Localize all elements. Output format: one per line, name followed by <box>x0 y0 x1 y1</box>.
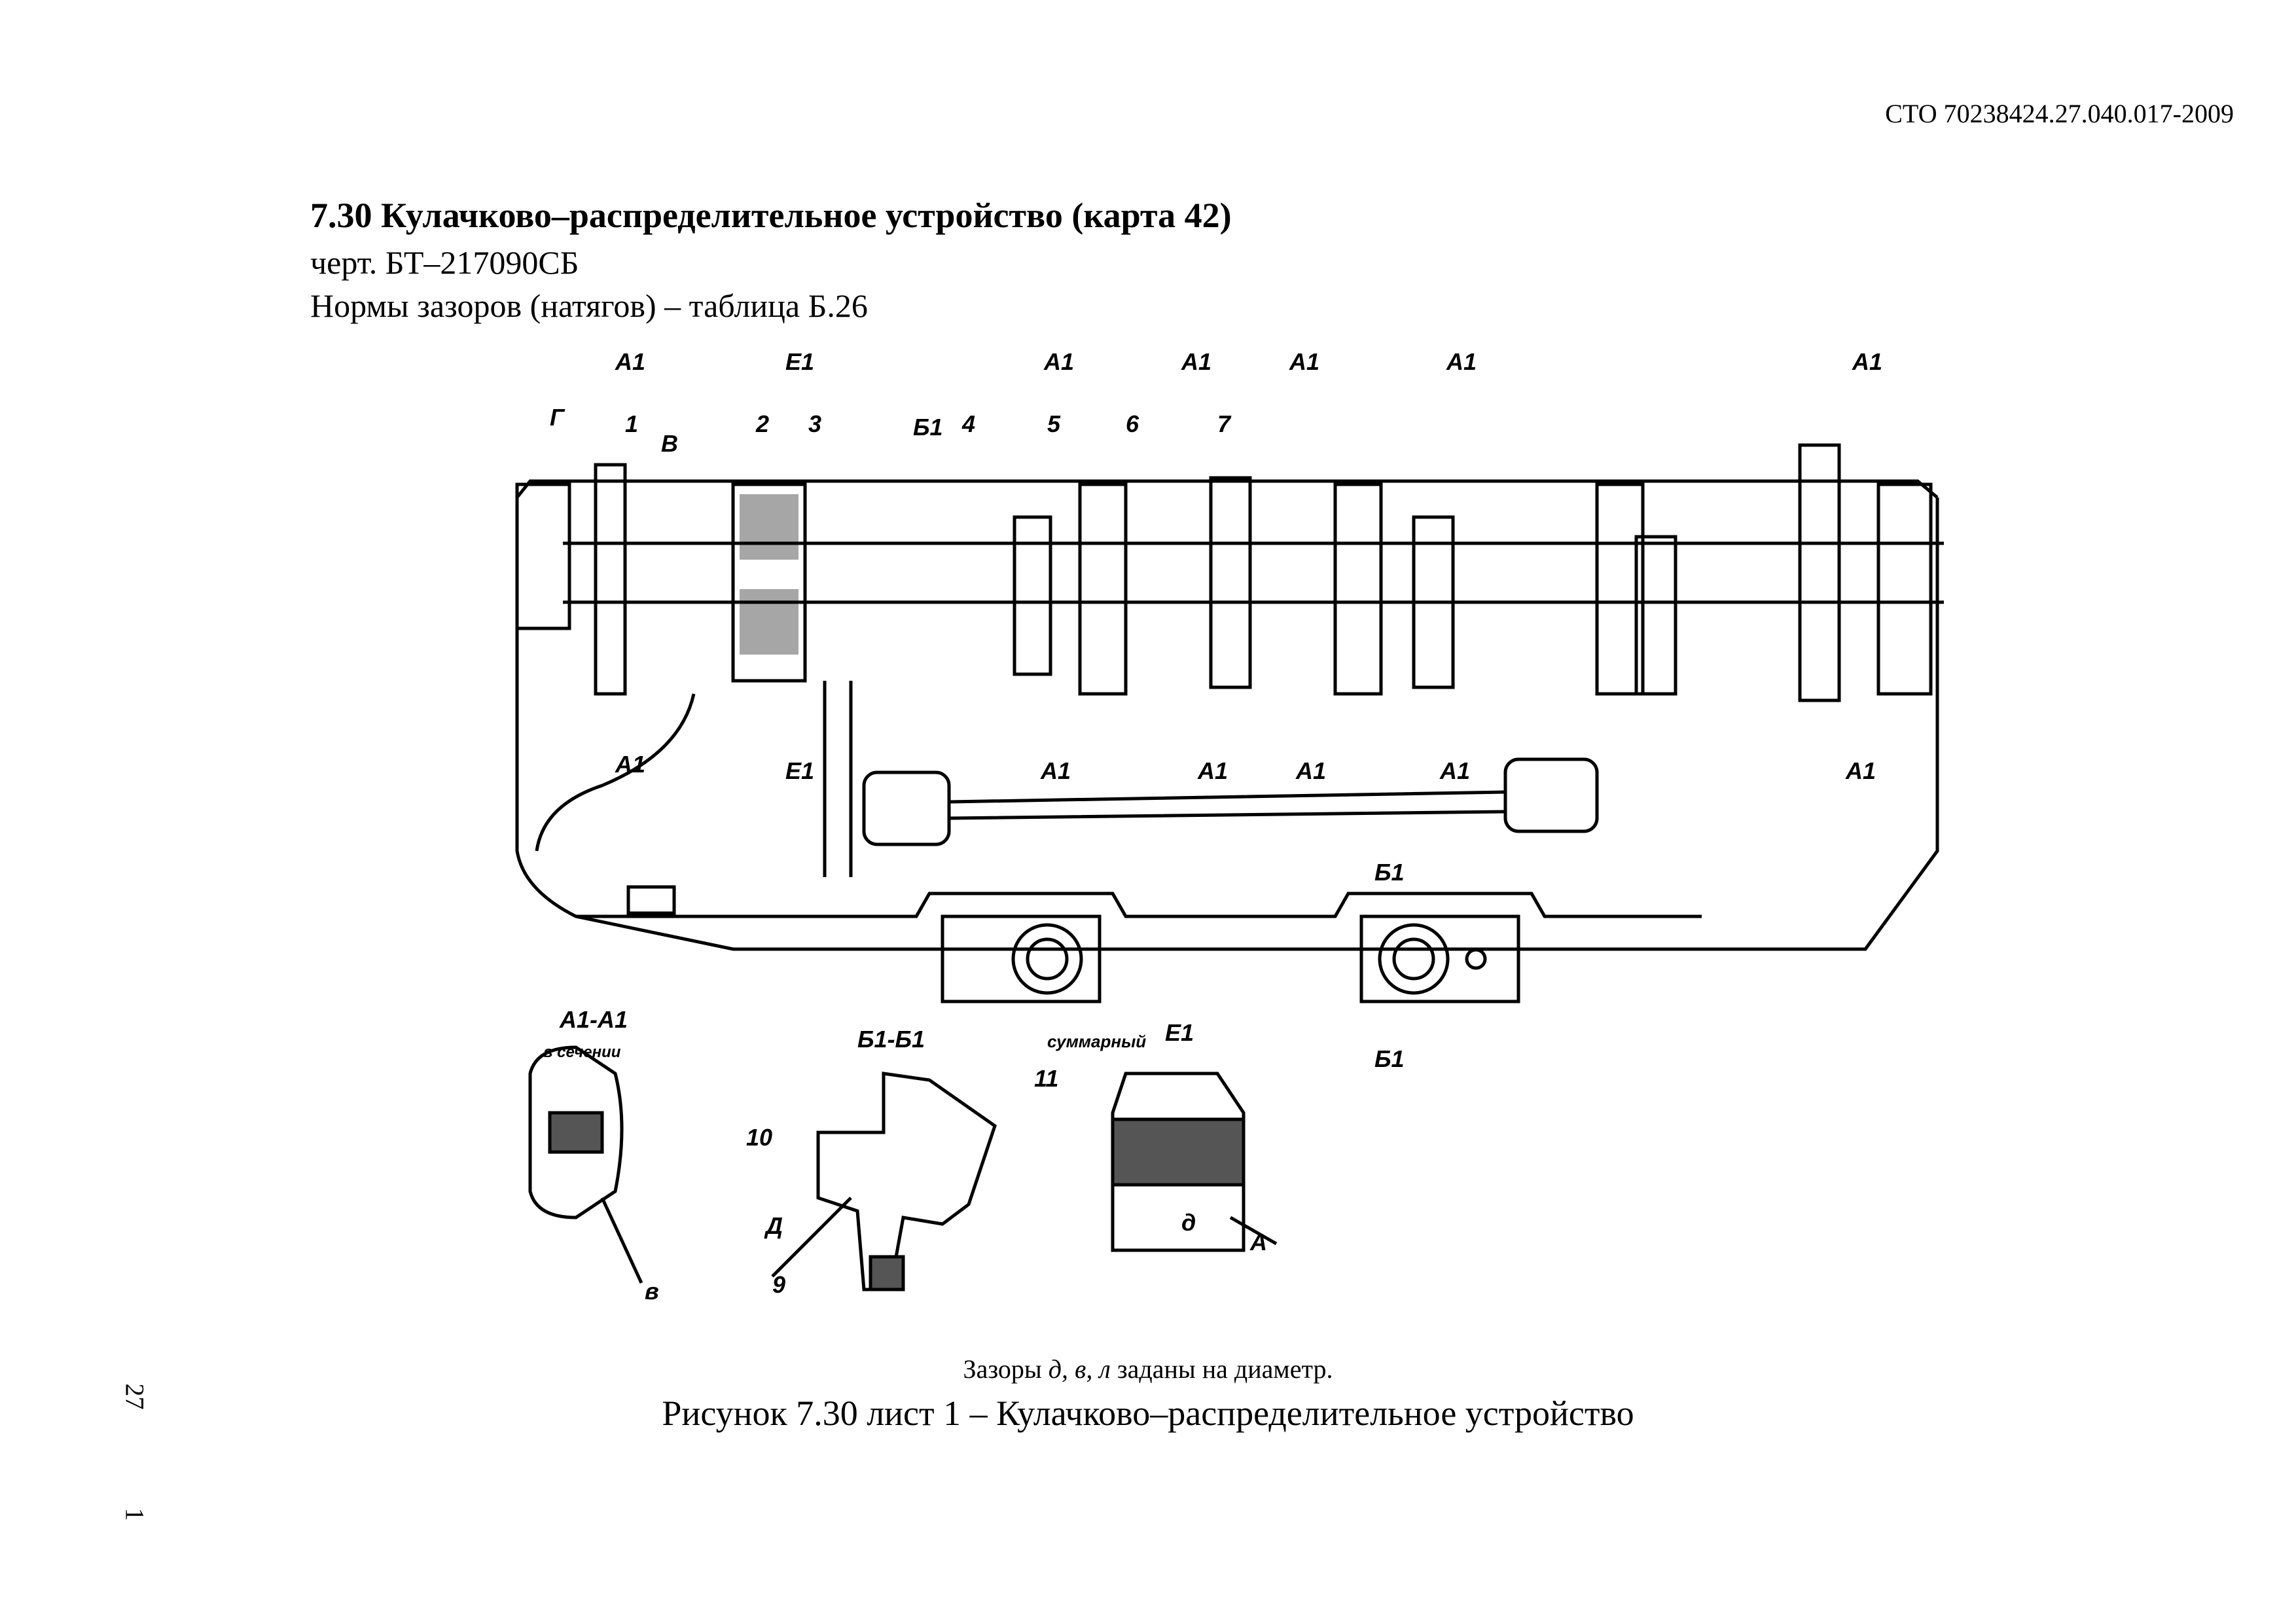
bottom-bore-right <box>1378 923 1450 995</box>
section-title: 7.30 Кулачково–распределительное устройс… <box>310 196 1232 235</box>
part-number: 4 <box>961 410 975 437</box>
view-title: А1-А1 <box>559 1006 628 1033</box>
bearing-3 <box>1595 482 1645 696</box>
view-title: Б1-Б1 <box>857 1026 925 1053</box>
section-mark: А1 <box>1446 348 1477 375</box>
part-number: 10 <box>746 1124 772 1151</box>
part-number: 7 <box>1217 410 1232 437</box>
detail-view-b1 <box>771 1072 997 1291</box>
part-number: 6 <box>1126 410 1139 437</box>
cam-3 <box>1412 515 1455 689</box>
document-code: СТО 70238424.27.040.017-2009 <box>1885 99 2234 128</box>
section-mark: А1 <box>1043 348 1074 375</box>
section-mark: А1 <box>1181 348 1211 375</box>
total-label: суммарный <box>1047 1032 1146 1051</box>
link-rod <box>948 790 1506 820</box>
section-mark: А1 <box>615 348 645 375</box>
bottom-beam <box>576 892 1702 918</box>
section-mark: А1 <box>1852 348 1882 375</box>
cam-1 <box>1013 515 1052 676</box>
section-mark: А1 <box>1289 348 1319 375</box>
letter-label: Д <box>764 1212 783 1239</box>
note-suffix: заданы на диаметр. <box>1117 1354 1333 1384</box>
cam-4 <box>1634 535 1677 696</box>
margin-number: 1 <box>120 1507 150 1521</box>
vertical-pushrod <box>823 681 853 877</box>
norms-reference: Нормы зазоров (натягов) – таблица Б.26 <box>310 287 868 324</box>
section-mark: А1 <box>1197 757 1228 784</box>
drawing-reference: черт. БТ–217090СБ <box>310 244 579 281</box>
part-number: 9 <box>772 1271 785 1298</box>
cam-5 <box>1798 443 1841 702</box>
bottom-bore-left <box>1011 923 1083 995</box>
bearing-1 <box>1078 482 1128 696</box>
section-mark: А1 <box>615 751 645 778</box>
part-number: 1 <box>625 410 638 437</box>
lever-left <box>594 463 627 696</box>
housing-outline <box>515 497 1939 951</box>
section-mark: А1 <box>1040 757 1071 784</box>
section-mark: А1 <box>1295 757 1326 784</box>
view-subtitle: в сечении <box>543 1043 621 1061</box>
bearing-left <box>515 482 571 630</box>
section-mark: А1 <box>1439 757 1470 784</box>
camshaft <box>563 541 1944 604</box>
section-mark: Б1 <box>913 414 943 441</box>
cam-2 <box>1209 476 1252 689</box>
part-number: 11 <box>1034 1065 1058 1092</box>
bottom-box-left <box>941 914 1102 1003</box>
bent-arm <box>535 693 696 852</box>
bearing-2 <box>1333 482 1383 696</box>
section-mark: А1 <box>1845 757 1876 784</box>
note-prefix: Зазоры <box>963 1354 1042 1384</box>
letter-label: в <box>645 1278 659 1305</box>
detail-view-e1 <box>1111 1072 1278 1252</box>
bottom-box-right <box>1359 914 1520 1003</box>
section-mark: Е1 <box>785 348 814 375</box>
margin-number: 27 <box>120 1383 150 1410</box>
part-number: 5 <box>1047 410 1061 437</box>
section-mark: Б1 <box>1374 859 1405 886</box>
gear-wheel <box>731 482 807 683</box>
figure-note: Зазоры д, в, л заданы на диаметр. <box>0 1354 2296 1384</box>
link-rod-right-eye <box>1503 757 1599 833</box>
link-rod-left-eye <box>862 770 951 846</box>
bearing-right <box>1876 482 1933 696</box>
note-letters: д, в, л <box>1048 1354 1111 1384</box>
part-number: 2 <box>755 410 769 437</box>
letter-label: А <box>1249 1229 1267 1255</box>
detail-view-a1 <box>528 1045 643 1284</box>
housing-top <box>516 479 1939 499</box>
letter-label: Г <box>550 404 565 431</box>
part-number: 3 <box>808 410 821 437</box>
figure-caption: Рисунок 7.30 лист 1 – Кулачково–распреде… <box>662 1394 1634 1433</box>
view-title: Е1 <box>1165 1019 1194 1046</box>
letter-label: В <box>661 430 678 457</box>
letter-label: д <box>1181 1209 1196 1236</box>
section-mark: Е1 <box>785 757 814 784</box>
section-mark: Б1 <box>1374 1045 1405 1072</box>
